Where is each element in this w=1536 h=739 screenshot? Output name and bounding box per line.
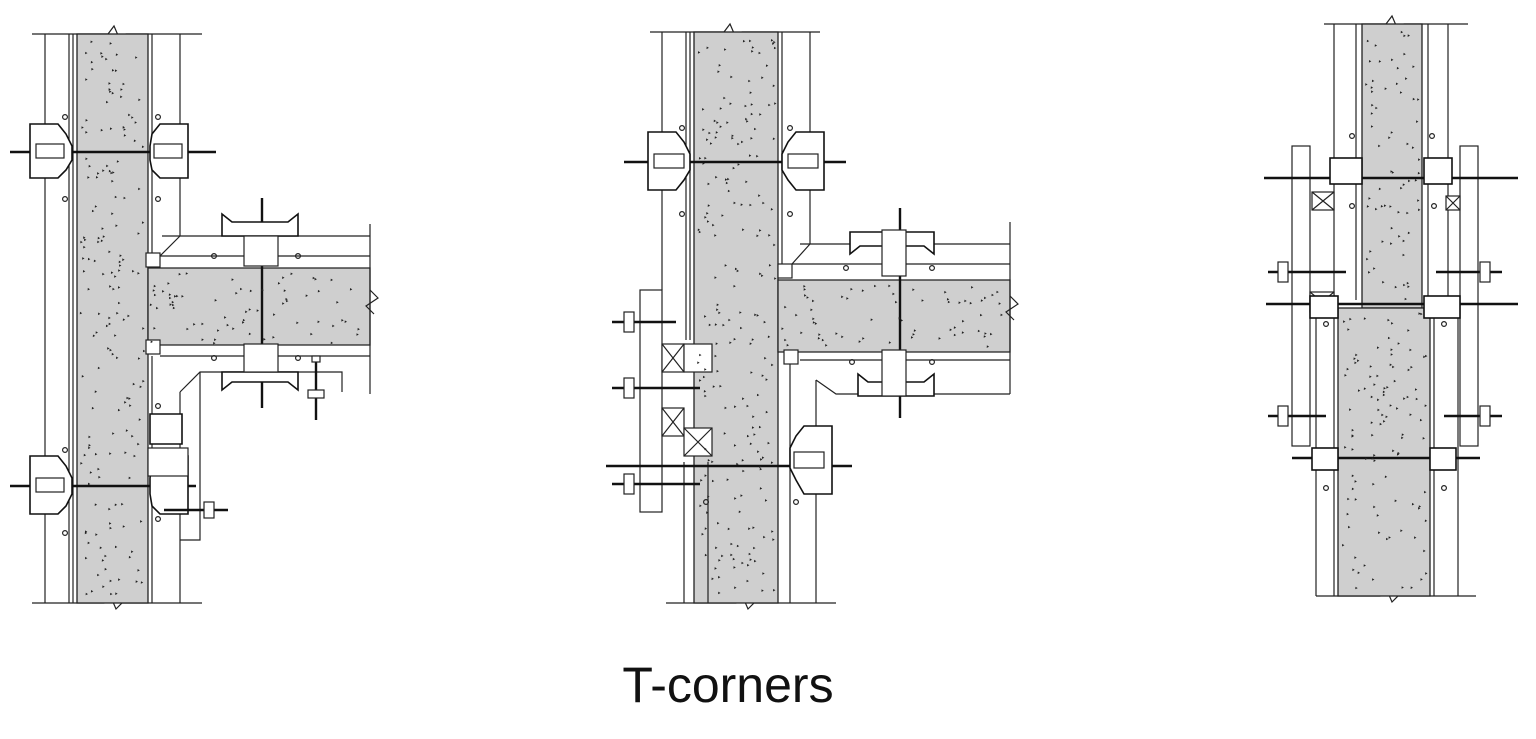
clamp-icon — [647, 131, 935, 495]
concrete-aggregate-hatch — [79, 30, 1428, 596]
detail-3-inline-wall — [1264, 14, 1518, 604]
detail-1-t-junction — [10, 24, 379, 611]
clamp-icon — [29, 123, 299, 515]
bolt-icon — [612, 311, 700, 495]
bolt-icon — [164, 355, 325, 519]
clamp-icon — [1309, 157, 1461, 471]
bolt-icon — [1268, 261, 1502, 427]
figure-caption: T-corners — [622, 657, 834, 713]
detail-2-t-junction-with-walers — [606, 22, 1019, 611]
